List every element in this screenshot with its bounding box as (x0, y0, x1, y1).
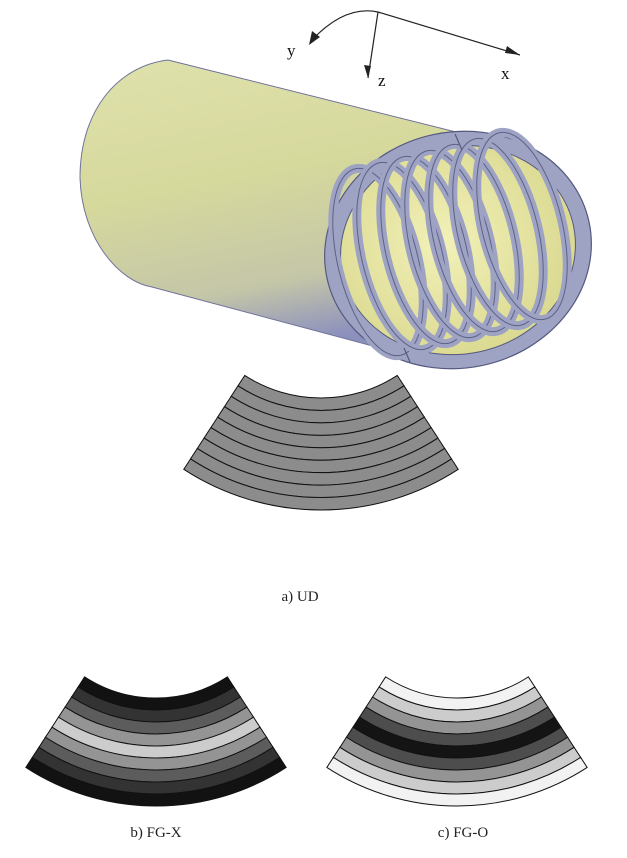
helical-strip-edge (476, 131, 568, 321)
y-rotation-arrow (311, 10, 379, 41)
helical-strip-edge (356, 161, 448, 351)
fg-o-cross-section (326, 676, 588, 807)
panel-fg-x: b) FG-X (25, 676, 287, 841)
z-axis-label: z (378, 71, 386, 90)
fg-x-cross-section (25, 676, 287, 807)
x-axis-label: x (501, 64, 510, 83)
helical-layers (328, 127, 572, 361)
z-axis-arrowhead (364, 65, 371, 78)
helical-strip-edge (428, 143, 520, 333)
caption-ud: a) UD (281, 589, 318, 605)
laminated-cylinder (79, 59, 592, 370)
helical-strip-edge (452, 137, 544, 327)
helical-strip-edge (332, 167, 424, 357)
lamina-layer (25, 756, 287, 807)
lamina-layer (183, 458, 459, 511)
lamina-layer (326, 756, 588, 807)
caption-fg-x: b) FG-X (130, 825, 181, 841)
coordinate-axes: x y z (287, 10, 521, 90)
helical-strip-edge (404, 149, 496, 339)
y-axis-label: y (287, 41, 296, 60)
ring-gap-top (454, 133, 463, 151)
ring-gap-bottom (403, 347, 411, 363)
y-axis-arrowhead (309, 31, 320, 45)
x-axis-line (377, 11, 521, 56)
caption-fg-o: c) FG-O (438, 825, 489, 841)
ud-cross-section (183, 374, 459, 511)
helical-strip-edge (380, 155, 472, 345)
x-axis-arrowhead (505, 46, 520, 55)
panel-fg-o: c) FG-O (326, 676, 588, 841)
panel-ud: a) UD (183, 374, 459, 605)
